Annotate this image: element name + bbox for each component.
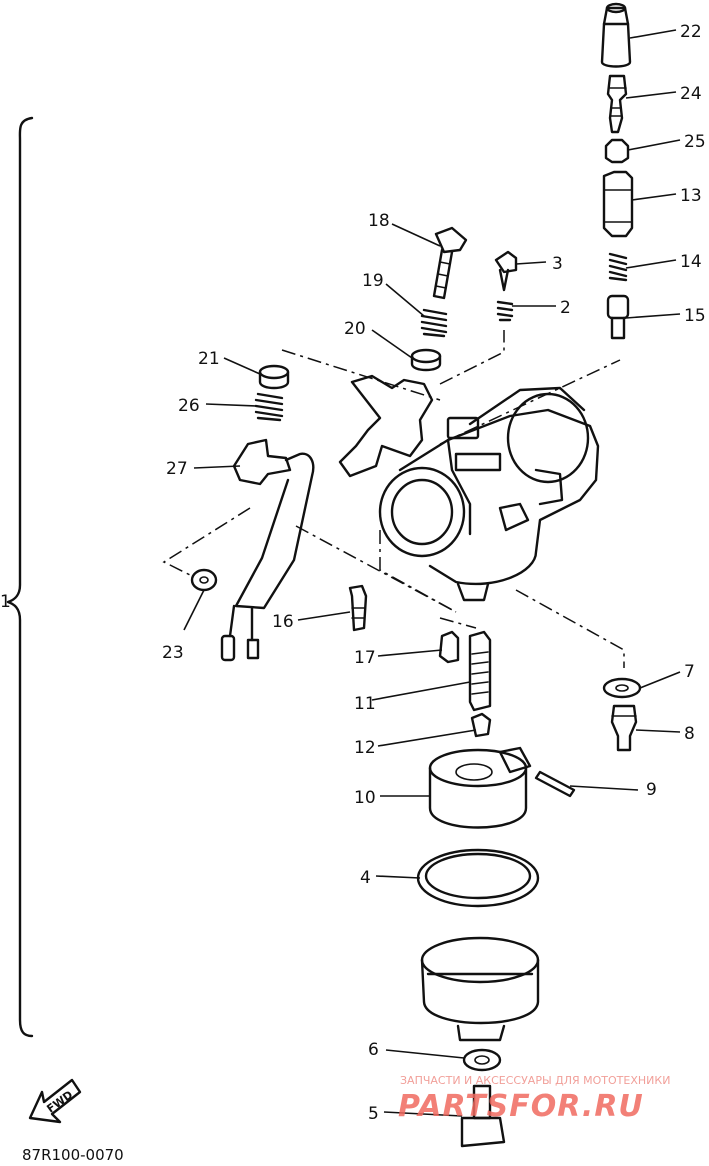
part-21-cap: [258, 364, 290, 390]
part-14-spring: [608, 252, 628, 282]
part-12-main-jet: [470, 712, 492, 738]
label-part-3: 3: [552, 254, 563, 274]
float-bowl: [420, 936, 540, 1042]
label-part-5: 5: [368, 1104, 379, 1124]
part-27-choke-plunger: [220, 438, 315, 662]
carburetor-body: [338, 374, 600, 602]
label-part-12: 12: [354, 738, 376, 758]
part-26-spring: [254, 392, 284, 422]
fwd-arrow-icon: FWD: [28, 1078, 82, 1124]
label-part-9: 9: [646, 780, 657, 800]
part-4-gasket: [416, 848, 540, 908]
label-part-21: 21: [198, 349, 220, 369]
label-part-20: 20: [344, 319, 366, 339]
label-part-13: 13: [680, 186, 702, 206]
part-25-nut: [604, 138, 630, 164]
part-6-washer: [462, 1048, 502, 1072]
label-part-7: 7: [684, 662, 695, 682]
part-5-bolt: [460, 1084, 506, 1148]
part-24-adjuster: [606, 74, 628, 134]
label-part-22: 22: [680, 22, 702, 42]
label-part-27: 27: [166, 459, 188, 479]
label-part-2: 2: [560, 298, 571, 318]
part-9-float-pin: [534, 770, 576, 798]
label-part-17: 17: [354, 648, 376, 668]
part-23-washer: [190, 568, 218, 592]
part-number-labels: 22 24 25 13 14 15 18 19 20 3 2 21 26 27 …: [0, 22, 706, 1124]
assembly-bracket: [6, 116, 34, 1038]
part-17-screw: [438, 630, 460, 664]
part-15-throttle-valve: [606, 294, 630, 340]
label-part-19: 19: [362, 271, 384, 291]
label-part-26: 26: [178, 396, 200, 416]
part-19-spring: [420, 308, 448, 338]
part-7-washer: [602, 677, 642, 699]
label-assembly-1: 1: [0, 592, 11, 612]
label-part-23: 23: [162, 643, 184, 663]
part-8-drain-plug: [610, 704, 638, 752]
part-22-cap: [600, 2, 632, 68]
label-part-4: 4: [360, 868, 371, 888]
label-part-24: 24: [680, 84, 702, 104]
part-18-screw: [432, 226, 468, 300]
watermark: ЗАПЧАСТИ И АКСЕССУАРЫ ДЛЯ МОТОТЕХНИКИ PA…: [398, 1074, 670, 1124]
drawing-code: 87R100-0070: [22, 1146, 124, 1164]
leader-lines: [183, 29, 681, 1117]
part-13-chamber-top: [602, 170, 634, 238]
label-part-14: 14: [680, 252, 702, 272]
alignment-lines: [162, 330, 625, 668]
part-3-screw: [494, 250, 518, 292]
label-part-8: 8: [684, 724, 695, 744]
label-part-6: 6: [368, 1040, 379, 1060]
label-part-11: 11: [354, 694, 376, 714]
watermark-brand: PARTSFOR.RU: [398, 1089, 644, 1124]
fwd-label: FWD: [44, 1088, 75, 1115]
watermark-tagline: ЗАПЧАСТИ И АКСЕССУАРЫ ДЛЯ МОТОТЕХНИКИ: [400, 1074, 670, 1087]
label-part-25: 25: [684, 132, 706, 152]
part-16-screw: [348, 584, 368, 632]
label-part-15: 15: [684, 306, 706, 326]
part-20-collar: [410, 348, 442, 372]
label-part-18: 18: [368, 211, 390, 231]
label-part-16: 16: [272, 612, 294, 632]
part-11-needle-jet: [468, 630, 492, 712]
part-10-float: [428, 746, 532, 829]
part-2-spring: [496, 300, 514, 322]
label-part-10: 10: [354, 788, 376, 808]
